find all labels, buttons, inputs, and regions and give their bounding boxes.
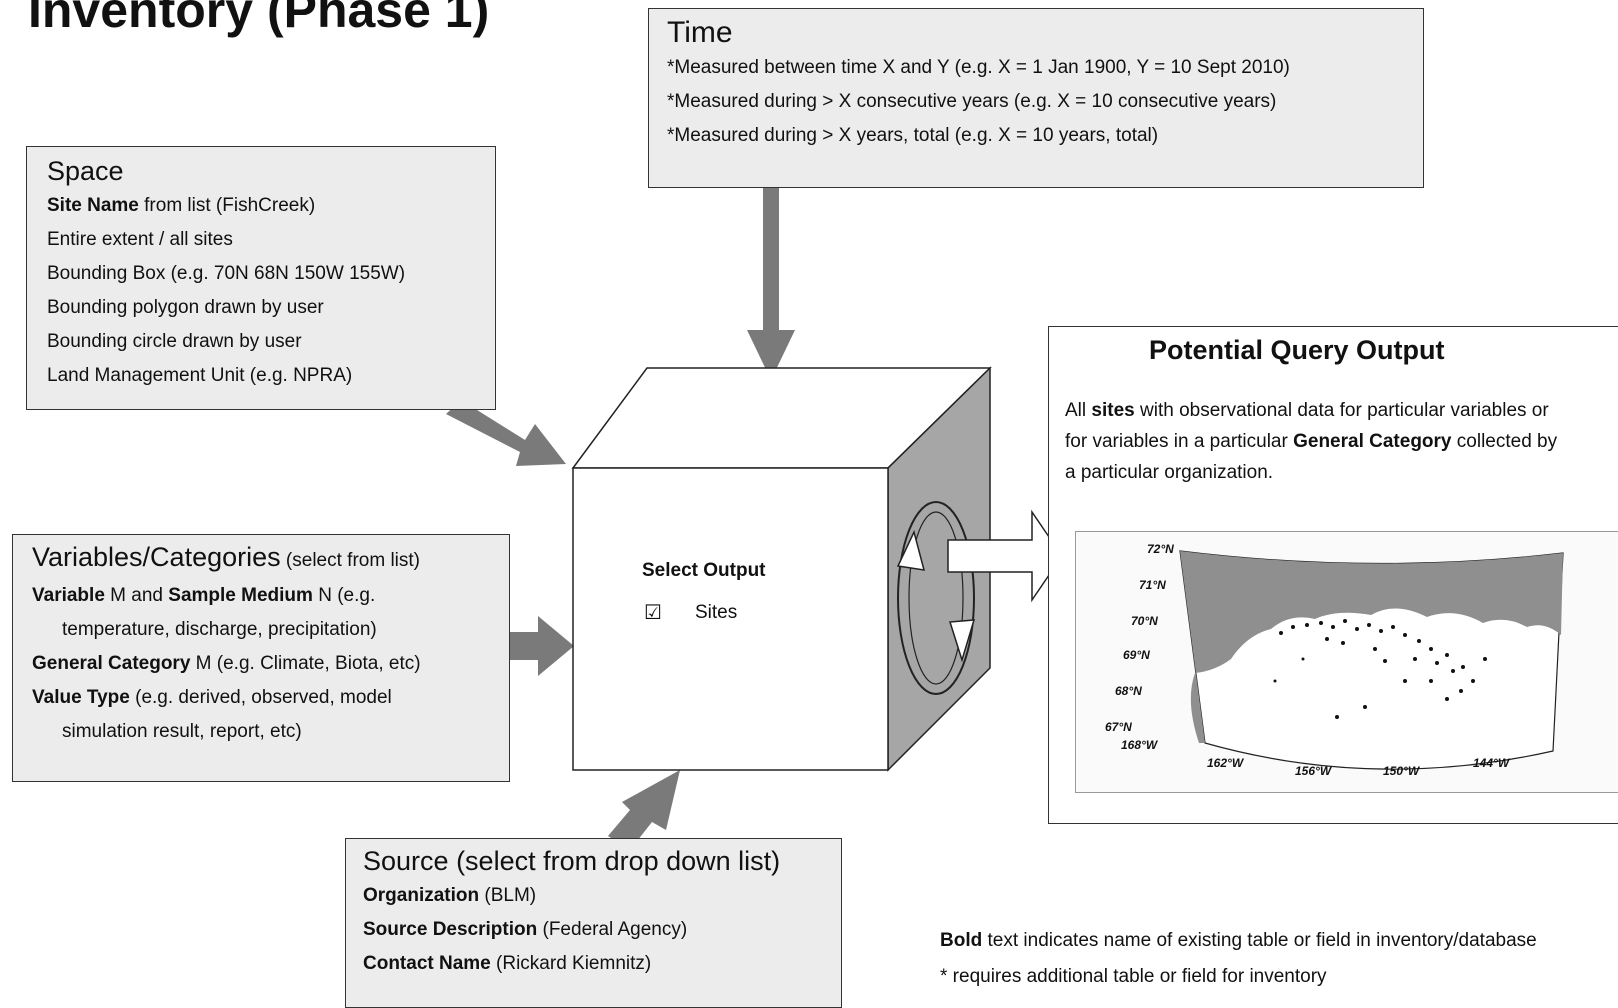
legend-bold-rest: text indicates name of existing table or…: [982, 930, 1537, 951]
variables-category-bold: General Category: [32, 653, 190, 674]
variables-heading: Variables/Categories: [32, 542, 281, 572]
map-lon-label: 144°W: [1473, 756, 1511, 770]
map-lat-label: 70°N: [1131, 614, 1158, 628]
variables-variable-bold: Variable: [32, 585, 105, 606]
output-desc-part: All: [1065, 400, 1091, 421]
arrow-variables: [510, 616, 574, 676]
source-organization-line: Organization (BLM): [363, 879, 841, 913]
space-item: Bounding polygon drawn by user: [47, 291, 495, 325]
output-panel: Potential Query Output All sites with ob…: [1048, 326, 1618, 824]
time-item: *Measured during > X years, total (e.g. …: [667, 119, 1423, 153]
space-site-name-line: Site Name from list (FishCreek): [47, 189, 495, 223]
variables-heading-note: (select from list): [281, 550, 420, 571]
map-lon-label: 156°W: [1295, 764, 1333, 778]
source-contact-bold: Contact Name: [363, 953, 491, 974]
legend-bold-word: Bold: [940, 930, 982, 951]
output-desc-bold: sites: [1091, 400, 1134, 421]
source-heading-note: (select from drop down list): [449, 846, 781, 876]
source-description-line: Source Description (Federal Agency): [363, 913, 841, 947]
variables-category-line: General Category M (e.g. Climate, Biota,…: [32, 647, 509, 681]
source-contact-line: Contact Name (Rickard Kiemnitz): [363, 947, 841, 981]
map-lat-label: 68°N: [1115, 684, 1142, 698]
time-panel: Time *Measured between time X and Y (e.g…: [648, 8, 1424, 188]
variables-variable-cont: temperature, discharge, precipitation): [32, 613, 509, 647]
time-item: *Measured between time X and Y (e.g. X =…: [667, 51, 1423, 85]
variables-variable-line: Variable M and Sample Medium N (e.g.: [32, 579, 509, 613]
map-lon-label: 168°W: [1121, 738, 1159, 752]
variables-heading-line: Variables/Categories (select from list): [32, 539, 509, 579]
site-map: 72°N 71°N 70°N 69°N 68°N 67°N 168°W 162°…: [1075, 531, 1618, 793]
time-item: *Measured during > X consecutive years (…: [667, 85, 1423, 119]
source-description-rest: (Federal Agency): [537, 919, 687, 940]
variables-value-type-cont: simulation result, report, etc): [32, 715, 509, 749]
map-lat-label: 71°N: [1139, 578, 1166, 592]
space-heading: Space: [47, 153, 495, 189]
variables-value-type-line: Value Type (e.g. derived, observed, mode…: [32, 681, 509, 715]
space-item: Entire extent / all sites: [47, 223, 495, 257]
select-output-label: Select Output: [642, 560, 766, 582]
legend-asterisk-note: * requires additional table or field for…: [940, 966, 1327, 988]
map-lat-label: 69°N: [1123, 648, 1150, 662]
source-heading: Source: [363, 846, 449, 876]
variables-value-type-rest: (e.g. derived, observed, model: [130, 687, 392, 708]
source-organization-bold: Organization: [363, 885, 479, 906]
time-heading: Time: [667, 15, 1423, 51]
space-site-name-bold: Site Name: [47, 195, 139, 216]
output-title: Potential Query Output: [1149, 335, 1445, 366]
space-item: Bounding Box (e.g. 70N 68N 150W 155W): [47, 257, 495, 291]
output-desc-bold: General Category: [1293, 431, 1451, 452]
variables-variable-rest: N (e.g.: [313, 585, 375, 606]
source-panel: Source (select from drop down list) Orga…: [345, 838, 842, 1008]
space-item: Land Management Unit (e.g. NPRA): [47, 359, 495, 393]
source-description-bold: Source Description: [363, 919, 537, 940]
source-organization-rest: (BLM): [479, 885, 536, 906]
arrow-time: [747, 188, 795, 380]
variables-panel: Variables/Categories (select from list) …: [12, 534, 510, 782]
space-item: Bounding circle drawn by user: [47, 325, 495, 359]
source-contact-rest: (Rickard Kiemnitz): [491, 953, 651, 974]
map-lat-label: 72°N: [1147, 542, 1174, 556]
map-lon-label: 162°W: [1207, 756, 1245, 770]
output-description: All sites with observational data for pa…: [1065, 395, 1565, 488]
variables-value-type-bold: Value Type: [32, 687, 130, 708]
map-lon-label: 150°W: [1383, 764, 1421, 778]
sites-label: Sites: [695, 602, 737, 624]
space-site-name-rest: from list (FishCreek): [139, 195, 315, 216]
space-panel: Space Site Name from list (FishCreek) En…: [26, 146, 496, 410]
variables-variable-mid: M and: [105, 585, 168, 606]
source-heading-line: Source (select from drop down list): [363, 843, 841, 879]
map-lat-label: 67°N: [1105, 720, 1132, 734]
sites-checkbox[interactable]: ☑: [644, 600, 662, 625]
legend-bold-note: Bold text indicates name of existing tab…: [940, 930, 1537, 952]
variables-sample-medium-bold: Sample Medium: [168, 585, 313, 606]
variables-category-rest: M (e.g. Climate, Biota, etc): [190, 653, 420, 674]
